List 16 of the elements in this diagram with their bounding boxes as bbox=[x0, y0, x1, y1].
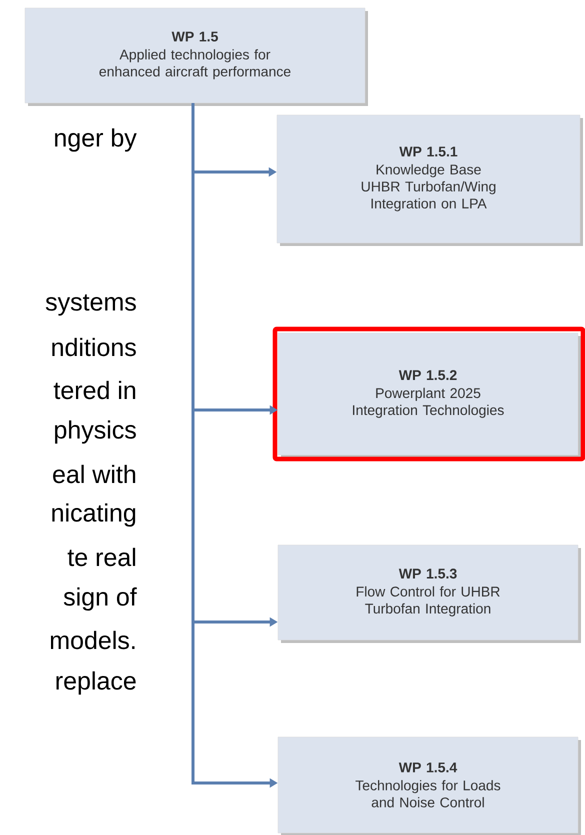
text-fragment: models. bbox=[50, 630, 134, 650]
text-fragment: nditions bbox=[52, 338, 136, 356]
text-fragment: tered in bbox=[54, 380, 136, 400]
process-box: WP 1.5.2 Powerplant 2025 Integration Technologies bbox=[278, 332, 578, 456]
text-fragment: replace bbox=[56, 671, 136, 695]
text-fragment: eal with bbox=[53, 464, 136, 484]
text-fragment: nicating bbox=[52, 503, 136, 527]
process-box: WP 1.5.4 Technologies for Loads and Noise Control bbox=[278, 736, 578, 834]
text-fragment: te real bbox=[68, 548, 136, 566]
process-box: WP 1.5 Applied technologies for enhanced aircraft performance bbox=[24, 8, 366, 104]
process-box: WP 1.5.3 Flow Control for UHBR Turbofan Integration bbox=[278, 544, 578, 640]
text-fragment: physics bbox=[55, 420, 136, 444]
text-fragment: nger by bbox=[55, 128, 137, 152]
process-box: WP 1.5.1 Knowledge Base UHBR Turbofan/Wing Integration on LPA bbox=[276, 114, 580, 244]
text-fragment: systems bbox=[46, 294, 136, 316]
text-fragment: sign of bbox=[64, 587, 137, 611]
